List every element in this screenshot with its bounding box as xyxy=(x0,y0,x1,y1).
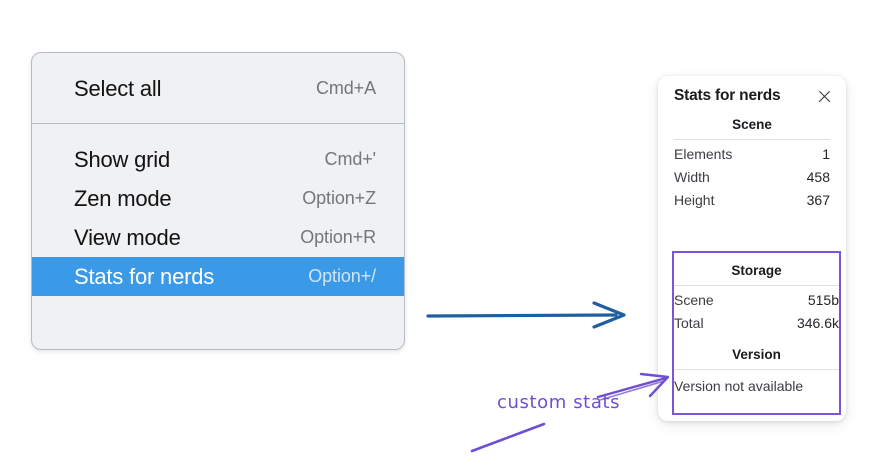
section-heading: Storage xyxy=(731,263,782,278)
stats-panel-title: Stats for nerds xyxy=(674,87,781,104)
stat-value: 346.6k xyxy=(796,315,839,331)
section-divider xyxy=(674,285,839,286)
menu-item-shortcut: Option+R xyxy=(300,227,376,247)
stat-label: Elements xyxy=(674,146,733,162)
stats-panel-header: Stats for nerds xyxy=(658,76,846,105)
menu-item-label: Show grid xyxy=(74,146,171,172)
stat-value: 458 xyxy=(806,169,830,185)
section-heading: Scene xyxy=(732,117,772,132)
context-menu[interactable]: Select all Cmd+A Show grid Cmd+' Zen mod… xyxy=(31,52,405,350)
custom-stats-region: Storage Scene 515b Total 346.6k Version … xyxy=(672,251,841,415)
stat-value: 515b xyxy=(807,292,839,308)
stats-section-version: Version Version not available xyxy=(674,335,839,395)
menu-item-zen-mode[interactable]: Zen mode Option+Z xyxy=(32,179,404,218)
menu-item-label: Select all xyxy=(74,75,162,101)
menu-item-label: View mode xyxy=(74,224,181,250)
stats-section-scene: Scene Elements 1 Width 458 Height 367 xyxy=(658,105,846,212)
menu-item-label: Zen mode xyxy=(74,185,172,211)
menu-group-top: Select all Cmd+A xyxy=(32,53,404,123)
stat-label: Width xyxy=(674,169,710,185)
stat-row: Total 346.6k xyxy=(674,312,839,335)
section-divider xyxy=(674,139,830,140)
section-heading: Version xyxy=(732,347,781,362)
custom-stats-annotation-label: custom stats xyxy=(497,392,621,413)
stat-value: 1 xyxy=(822,146,830,162)
close-icon[interactable] xyxy=(816,88,833,105)
version-note: Version not available xyxy=(674,378,804,394)
section-divider xyxy=(674,369,839,370)
menu-item-show-grid[interactable]: Show grid Cmd+' xyxy=(32,140,404,179)
menu-item-shortcut: Option+Z xyxy=(302,188,376,208)
stats-section-storage: Storage Scene 515b Total 346.6k xyxy=(674,251,839,335)
flow-arrow-icon xyxy=(426,301,626,329)
menu-group-bottom: Show grid Cmd+' Zen mode Option+Z View m… xyxy=(32,124,404,314)
stat-value: 367 xyxy=(806,192,830,208)
stats-for-nerds-panel[interactable]: Stats for nerds Scene Elements 1 Width 4… xyxy=(658,76,846,421)
stat-label: Total xyxy=(674,315,704,331)
stat-row: Width 458 xyxy=(674,166,830,189)
menu-item-label: Stats for nerds xyxy=(74,263,215,289)
menu-item-select-all[interactable]: Select all Cmd+A xyxy=(32,69,404,108)
stat-label: Height xyxy=(674,192,715,208)
menu-item-shortcut: Cmd+' xyxy=(324,149,377,169)
menu-item-view-mode[interactable]: View mode Option+R xyxy=(32,218,404,257)
menu-item-stats-for-nerds[interactable]: Stats for nerds Option+/ xyxy=(32,257,404,296)
stat-row: Elements 1 xyxy=(674,143,830,166)
menu-separator xyxy=(32,123,404,124)
stat-label: Scene xyxy=(674,292,714,308)
menu-item-shortcut: Option+/ xyxy=(308,266,376,286)
stat-row: Scene 515b xyxy=(674,289,839,312)
stat-row: Height 367 xyxy=(674,189,830,212)
menu-item-shortcut: Cmd+A xyxy=(315,78,376,98)
